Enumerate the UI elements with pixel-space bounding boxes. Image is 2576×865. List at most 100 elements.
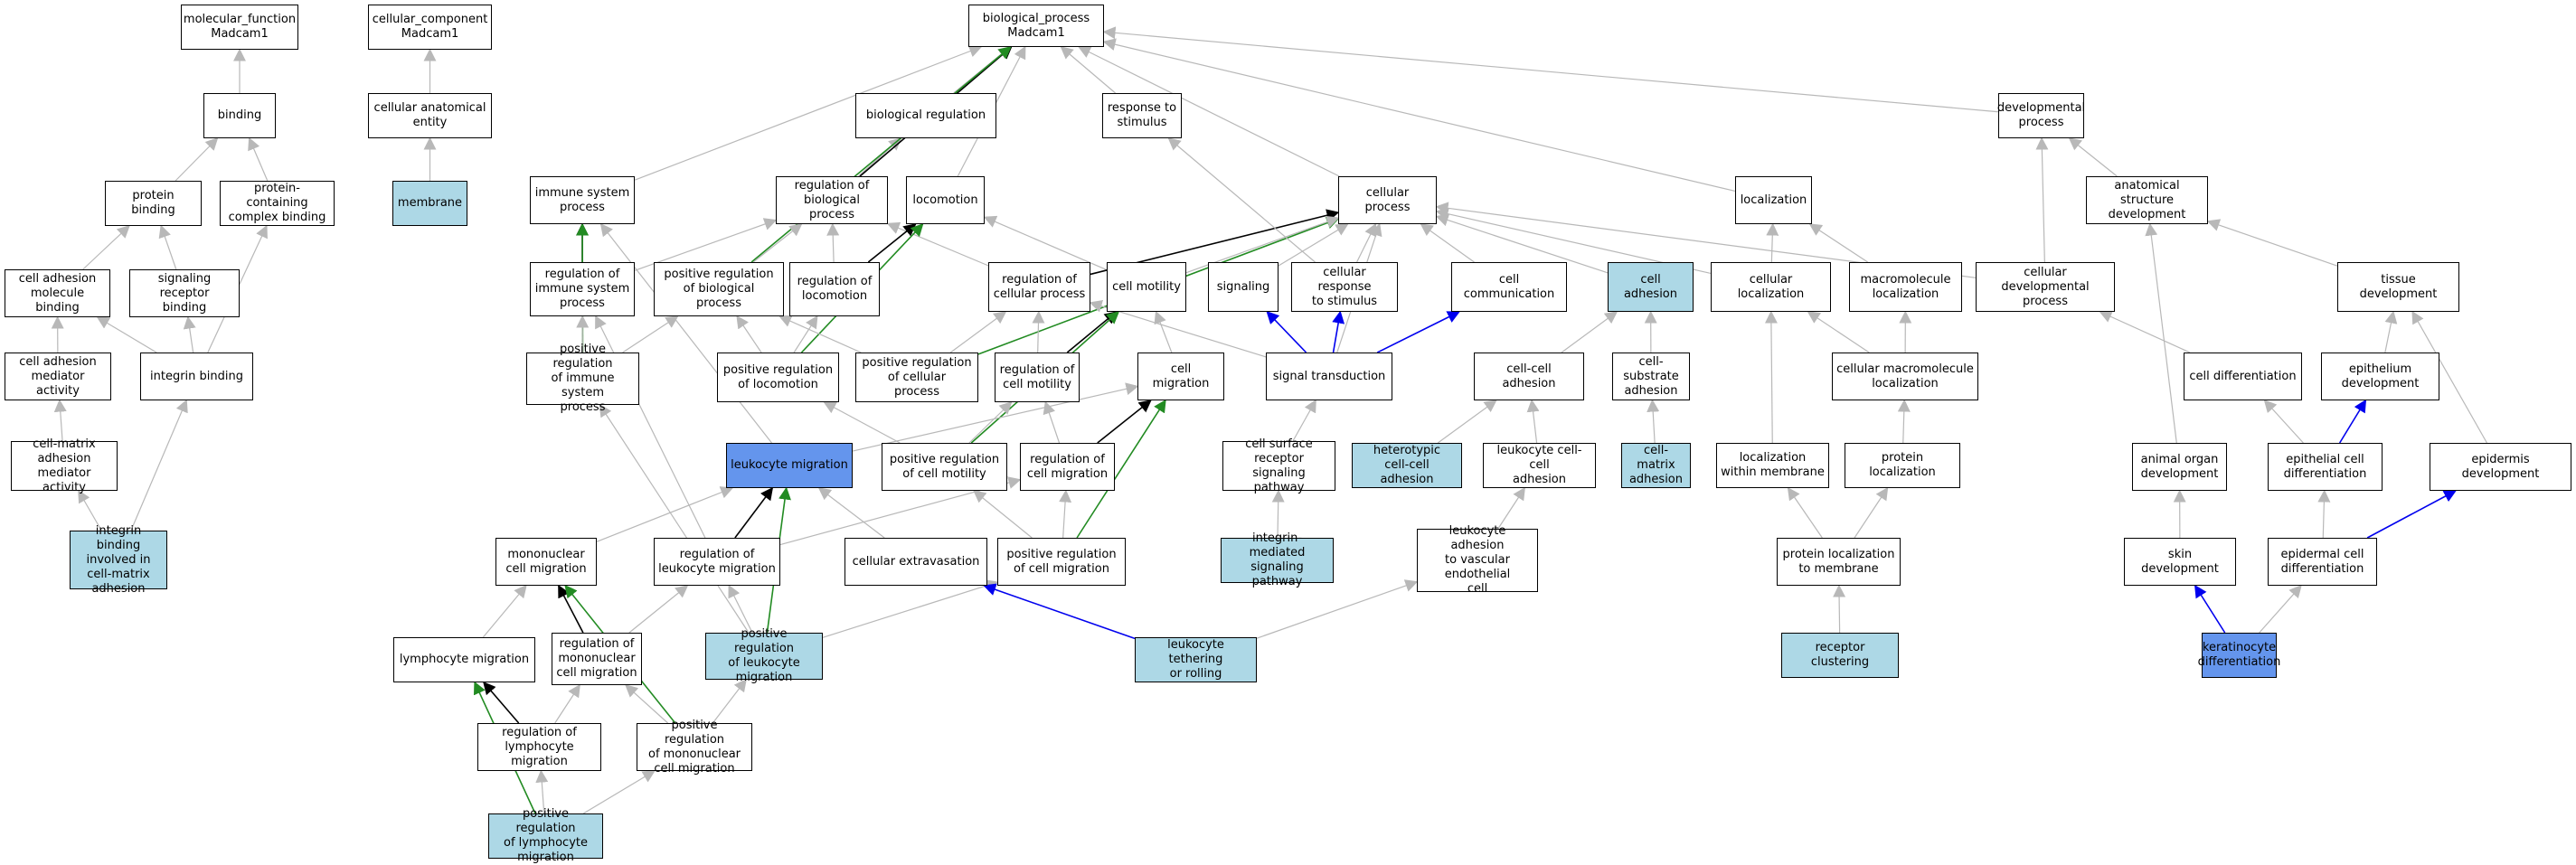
node-plm: protein localization to membrane bbox=[1777, 538, 1901, 586]
edge-intbind-to-camb bbox=[98, 317, 156, 353]
node-prloc: positive regulation of locomotion bbox=[717, 353, 839, 402]
edge-prlm-to-rlm bbox=[729, 586, 752, 633]
edge-cmad-to-camad bbox=[60, 400, 62, 441]
node-ltr: leukocyte tethering or rolling bbox=[1135, 637, 1257, 682]
node-intbind: integrin binding bbox=[140, 353, 253, 400]
node-lavec: leukocyte adhesion to vascular endotheli… bbox=[1417, 529, 1538, 592]
node-localization: localization bbox=[1735, 176, 1812, 224]
node-rcp: regulation of cellular process bbox=[988, 262, 1090, 312]
edge-celldiff-to-cdp bbox=[2100, 312, 2190, 353]
edge-pcbind-to-binding bbox=[250, 138, 268, 181]
edge-plm-to-protloc bbox=[1854, 488, 1887, 538]
node-pris: positive regulation of immune system pro… bbox=[526, 353, 639, 405]
node-hca: heterotypic cell-cell adhesion bbox=[1352, 443, 1462, 488]
node-asd: anatomical structure development bbox=[2086, 176, 2208, 224]
edge-prmcm-to-prlm bbox=[712, 680, 746, 723]
edge-recclust-to-plm bbox=[1839, 586, 1840, 633]
edge-kerdiff-to-skin bbox=[2195, 586, 2225, 633]
edge-localization-to-bp bbox=[1104, 42, 1735, 191]
node-bioreg: biological regulation bbox=[855, 93, 996, 138]
node-cellmig: cell migration bbox=[1137, 353, 1224, 400]
node-prmcm: positive regulation of mononuclear cell … bbox=[637, 723, 752, 771]
edge-ecd-to-celldiff bbox=[2265, 400, 2304, 443]
node-prlymm: positive regulation of lymphocyte migrat… bbox=[488, 813, 603, 859]
edge-prlm-to-pris bbox=[599, 405, 749, 633]
edge-rloc-to-rbp bbox=[833, 224, 834, 262]
node-prcmig: positive regulation of cell migration bbox=[997, 538, 1126, 586]
node-tissue: tissue development bbox=[2337, 262, 2459, 312]
node-csa: cell-substrate adhesion bbox=[1612, 353, 1690, 400]
node-crs: cellular response to stimulus bbox=[1291, 262, 1398, 312]
node-macloc: macromolecule localization bbox=[1849, 262, 1962, 312]
node-skin: skin development bbox=[2124, 538, 2236, 586]
edge-cellloc-to-localization bbox=[1771, 224, 1772, 262]
node-devproc: developmental process bbox=[1998, 93, 2084, 138]
node-srb: signaling receptor binding bbox=[129, 269, 240, 317]
node-prlm: positive regulation of leukocyte migrati… bbox=[705, 633, 823, 680]
node-prcmot: positive regulation of cell motility bbox=[882, 443, 1007, 491]
node-lwm: localization within membrane bbox=[1716, 443, 1829, 488]
node-cc: cellular_component Madcam1 bbox=[368, 5, 492, 50]
edge-lymmig-to-mcm bbox=[483, 586, 526, 637]
edge-edcd-to-ecd bbox=[2323, 491, 2324, 538]
node-rloc: regulation of locomotion bbox=[789, 262, 880, 316]
node-cmlm: cellular macromolecule localization bbox=[1832, 353, 1978, 400]
node-epidev: epithelium development bbox=[2321, 353, 2439, 400]
node-pcbind: protein-containing complex binding bbox=[220, 181, 335, 226]
edge-lcca-to-cca bbox=[1532, 400, 1536, 443]
node-rmcm: regulation of mononuclear cell migration bbox=[552, 633, 642, 685]
node-celladh: cell adhesion bbox=[1608, 262, 1694, 312]
edge-sigtrans-to-signaling bbox=[1267, 312, 1306, 353]
node-isp: immune system process bbox=[530, 176, 635, 224]
edge-prcmig-to-rcmig bbox=[1063, 491, 1066, 538]
node-signaling: signaling bbox=[1208, 262, 1279, 312]
node-cellloc: cellular localization bbox=[1711, 262, 1831, 312]
edge-macloc-to-localization bbox=[1810, 224, 1868, 262]
edge-prcmot-to-prloc bbox=[825, 402, 901, 443]
node-cca: cell-cell adhesion bbox=[1474, 353, 1584, 400]
edge-cext-to-leukmig bbox=[819, 488, 884, 538]
edge-rlm-to-leukmig bbox=[735, 488, 772, 538]
edge-cmlm-to-cellloc bbox=[1808, 312, 1870, 353]
edge-plm-to-lwm bbox=[1788, 488, 1823, 538]
node-kerdiff: keratinocyte differentiation bbox=[2202, 633, 2277, 678]
edge-prbp-to-bp bbox=[751, 47, 1011, 262]
node-rbp: regulation of biological process bbox=[776, 176, 888, 224]
edge-prloc-to-rloc bbox=[794, 316, 817, 353]
edge-rmcm-to-rlm bbox=[629, 586, 687, 633]
node-prcp: positive regulation of cellular process bbox=[855, 353, 978, 402]
edge-ltr-to-cext bbox=[985, 586, 1135, 638]
node-cma: cell-matrix adhesion bbox=[1621, 443, 1691, 488]
edge-asd-to-devproc bbox=[2070, 138, 2118, 176]
node-mf: molecular_function Madcam1 bbox=[181, 5, 298, 50]
node-recclust: receptor clustering bbox=[1781, 633, 1899, 678]
edge-rlymm-to-rmcm bbox=[555, 685, 580, 723]
node-camb: cell adhesion molecule binding bbox=[5, 269, 110, 317]
edge-lavec-to-lcca bbox=[1498, 488, 1524, 529]
node-protloc: protein localization bbox=[1845, 443, 1960, 488]
edge-rcm-to-rcp bbox=[1038, 312, 1039, 353]
edge-kerdiff-to-edcd bbox=[2260, 586, 2301, 633]
edge-hca-to-cca bbox=[1438, 400, 1496, 443]
node-cellcomm: cell communication bbox=[1451, 262, 1567, 312]
node-rcm: regulation of cell motility bbox=[995, 353, 1080, 402]
node-aod: animal organ development bbox=[2132, 443, 2227, 491]
edge-prcmot-to-rcm bbox=[969, 402, 1012, 443]
node-leukmig: leukocyte migration bbox=[726, 443, 853, 488]
edge-cma-to-csa bbox=[1652, 400, 1655, 443]
node-edcd: epidermal cell differentiation bbox=[2268, 538, 2377, 586]
node-lymmig: lymphocyte migration bbox=[393, 637, 535, 682]
node-prbp: positive regulation of biological proces… bbox=[654, 262, 784, 316]
node-sigtrans: signal transduction bbox=[1266, 353, 1392, 400]
node-resp: response to stimulus bbox=[1102, 93, 1182, 138]
edge-cellcomm-to-cellproc bbox=[1421, 224, 1475, 262]
edge-ltr-to-lavec bbox=[1257, 582, 1417, 639]
edge-intbind-to-srb bbox=[188, 317, 193, 353]
node-ibcma: integrin binding involved in cell-matrix… bbox=[70, 531, 167, 589]
node-cellmot: cell motility bbox=[1107, 262, 1186, 312]
node-rcmig: regulation of cell migration bbox=[1020, 443, 1115, 491]
node-lcca: leukocyte cell-cell adhesion bbox=[1483, 443, 1596, 488]
node-celldiff: cell differentiation bbox=[2184, 353, 2302, 400]
edge-crs-to-resp bbox=[1169, 138, 1316, 262]
